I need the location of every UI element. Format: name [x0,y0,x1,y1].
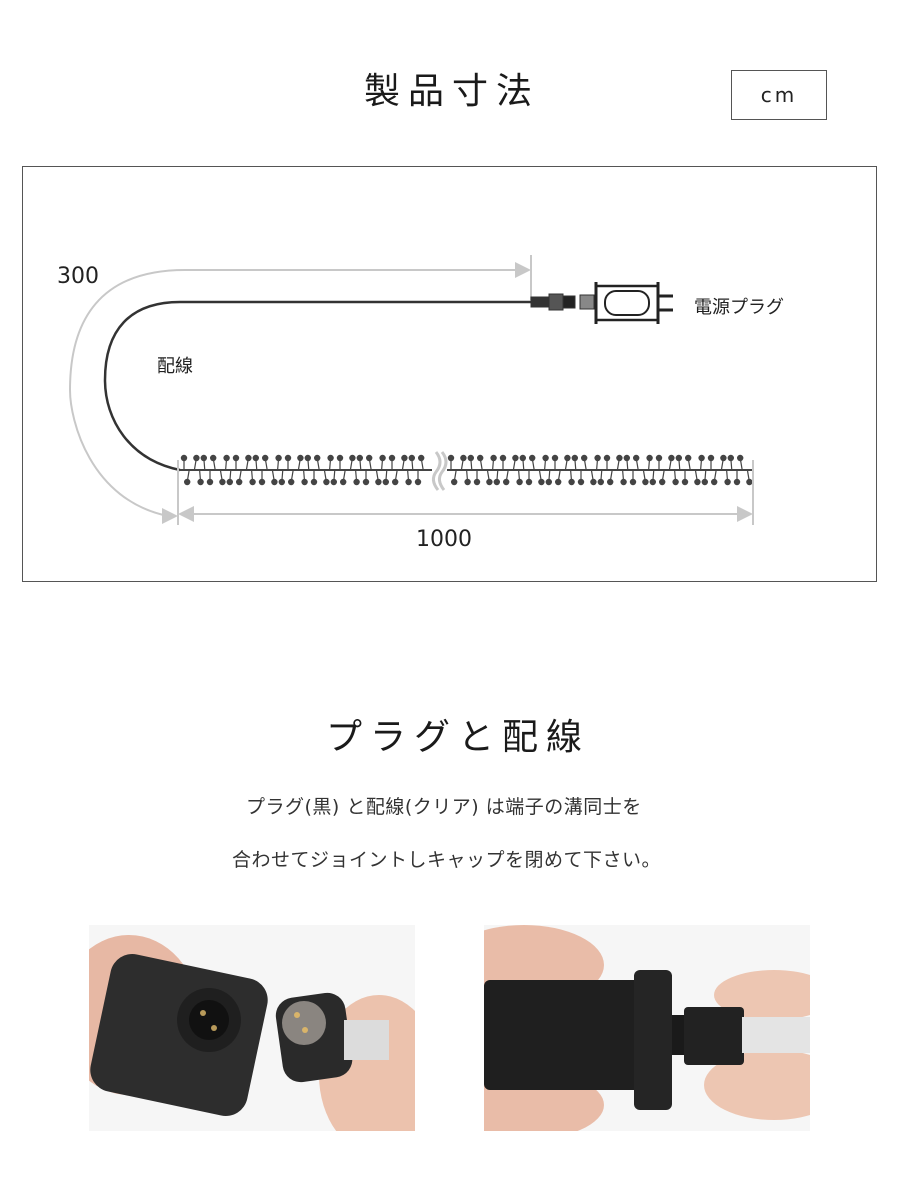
section-title-plug-and-cable: プラグと配線 [326,717,591,758]
photo-plug-joined [484,925,810,1131]
dimension-diagram-frame [22,166,877,582]
photo-plug-apart [89,925,415,1131]
dimension-diagram [68,255,754,525]
light-length-label: 1000 [416,527,472,552]
photo-plug-apart-illustration [89,925,415,1131]
arrowhead-icon [515,262,531,278]
photo-plug-joined-illustration [484,925,810,1131]
arrowhead-icon [162,508,178,524]
instruction-line-2: 合わせてジョイントしキャップを閉めて下さい。 [232,849,662,871]
cable-line [103,300,531,472]
plug-label: 電源プラグ [694,297,784,318]
unit-label: cm [760,83,798,107]
power-plug-icon [530,282,673,324]
cable-length-label: 300 [57,264,99,289]
bulbs [180,454,753,486]
instruction-line-1: プラグ(黒) と配線(クリア) は端子の溝同士を [246,796,642,818]
cable-dimension-line [68,255,532,517]
arrowhead-icon [737,506,753,522]
arrowhead-icon [178,506,194,522]
cable-label: 配線 [157,356,193,377]
unit-badge: cm [731,70,827,120]
break-mark-icon [431,451,448,491]
light-dimension-line [177,460,754,525]
section-title-dimensions: 製品寸法 [364,71,541,112]
